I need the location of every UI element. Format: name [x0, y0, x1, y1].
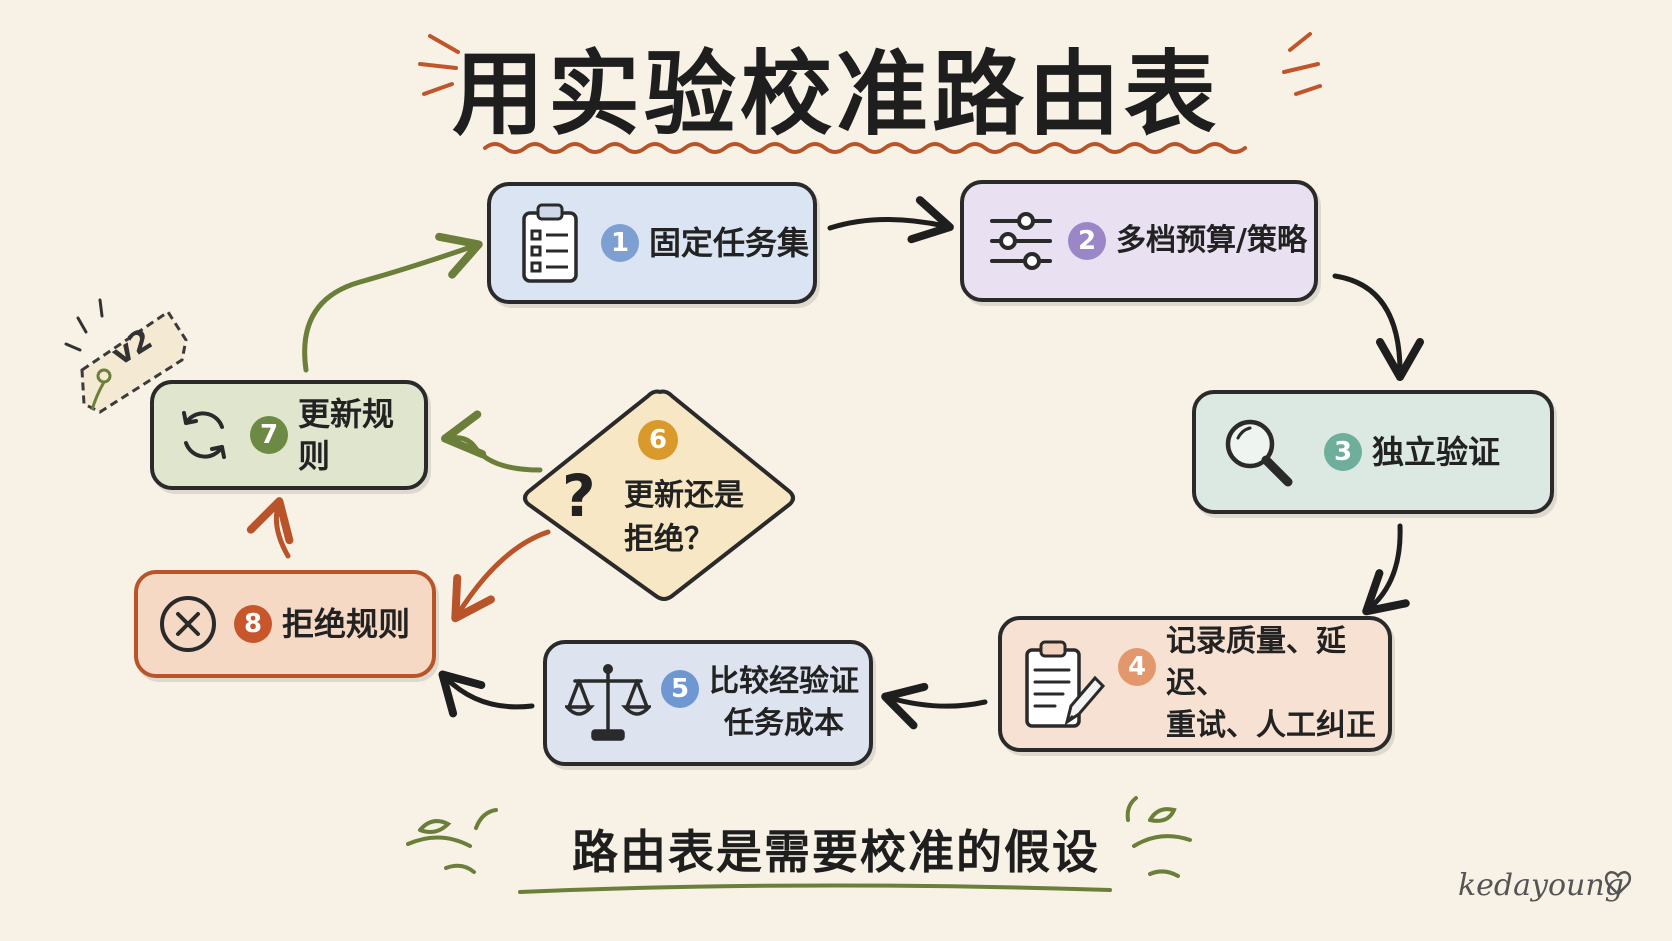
- step-7-label: 更新规则: [298, 395, 395, 475]
- footer-caption: 路由表是需要校准的假设: [572, 825, 1100, 879]
- signature: kedayoung: [1458, 868, 1624, 903]
- arrow-7-to-1: [302, 232, 483, 373]
- footer-leaf-left: [406, 808, 498, 874]
- step-7-badge: 7: [250, 416, 288, 454]
- arrow-5-to-8: [438, 670, 535, 718]
- step-1-box[interactable]: 1 固定任务集: [487, 182, 817, 304]
- circle-x-icon: [156, 594, 220, 654]
- title-emphasis-left: [418, 34, 460, 96]
- step-5-label-line2: 任务成本: [724, 706, 844, 741]
- step-1-label: 固定任务集: [649, 224, 810, 262]
- step-6-label-line1: 更新还是: [624, 478, 744, 513]
- step-5-label: 比较经验证 任务成本: [709, 661, 859, 745]
- version-tag-shape: [64, 298, 188, 414]
- arrow-4-to-5: [881, 682, 988, 730]
- step-6-diamond[interactable]: [518, 386, 798, 604]
- step-8-box[interactable]: 8 拒绝规则: [134, 570, 436, 678]
- step-6-badge: 6: [638, 420, 678, 460]
- magnifier-icon: [1222, 416, 1294, 488]
- arrow-6-to-7: [441, 410, 543, 473]
- arrow-2-to-3: [1332, 273, 1424, 381]
- arrow-3-to-4: [1362, 523, 1410, 616]
- step-6-label-line2: 拒绝？: [624, 522, 714, 557]
- clipboard-checklist-icon: [515, 201, 585, 285]
- page-title: 用实验校准路由表: [451, 41, 1220, 148]
- step-3-label: 独立验证: [1372, 433, 1501, 471]
- sliders-icon: [986, 209, 1056, 273]
- step-2-box[interactable]: 2 多档预算/策略: [960, 180, 1318, 302]
- step-5-badge: 5: [661, 670, 699, 708]
- arrow-6-to-8: [451, 529, 551, 623]
- balance-scale-icon: [565, 661, 651, 745]
- title-wavy-underline: [483, 142, 1247, 154]
- refresh-icon: [172, 405, 236, 465]
- step-1-badge: 1: [601, 224, 639, 262]
- title-emphasis-right: [1282, 32, 1322, 96]
- step-8-badge: 8: [234, 605, 272, 643]
- step-4-box[interactable]: 4 记录质量、延迟、 重试、人工纠正: [998, 616, 1392, 752]
- footer-underline: [518, 883, 1112, 894]
- clipboard-pencil-icon: [1022, 636, 1106, 732]
- step-6-label: 更新还是 拒绝？: [624, 474, 744, 562]
- step-8-label: 拒绝规则: [282, 605, 411, 643]
- step-4-label-line1: 记录质量、延迟、: [1166, 624, 1346, 701]
- step-5-label-line1: 比较经验证: [709, 664, 859, 699]
- step-4-label: 记录质量、延迟、 重试、人工纠正: [1166, 621, 1388, 747]
- step-4-badge: 4: [1118, 648, 1156, 686]
- arrow-8-to-7: [246, 497, 294, 559]
- heart-icon: [1604, 871, 1632, 896]
- step-3-badge: 3: [1324, 433, 1362, 471]
- step-3-box[interactable]: 3 独立验证: [1192, 390, 1554, 514]
- footer-leaf-right: [1125, 796, 1192, 878]
- step-2-label: 多档预算/策略: [1116, 223, 1307, 258]
- step-7-box[interactable]: 7 更新规则: [150, 380, 428, 490]
- step-4-label-line2: 重试、人工纠正: [1166, 708, 1376, 743]
- question-mark-icon: ?: [562, 462, 596, 530]
- step-2-badge: 2: [1068, 222, 1106, 260]
- step-5-box[interactable]: 5 比较经验证 任务成本: [543, 640, 873, 766]
- arrow-1-to-2: [827, 196, 954, 244]
